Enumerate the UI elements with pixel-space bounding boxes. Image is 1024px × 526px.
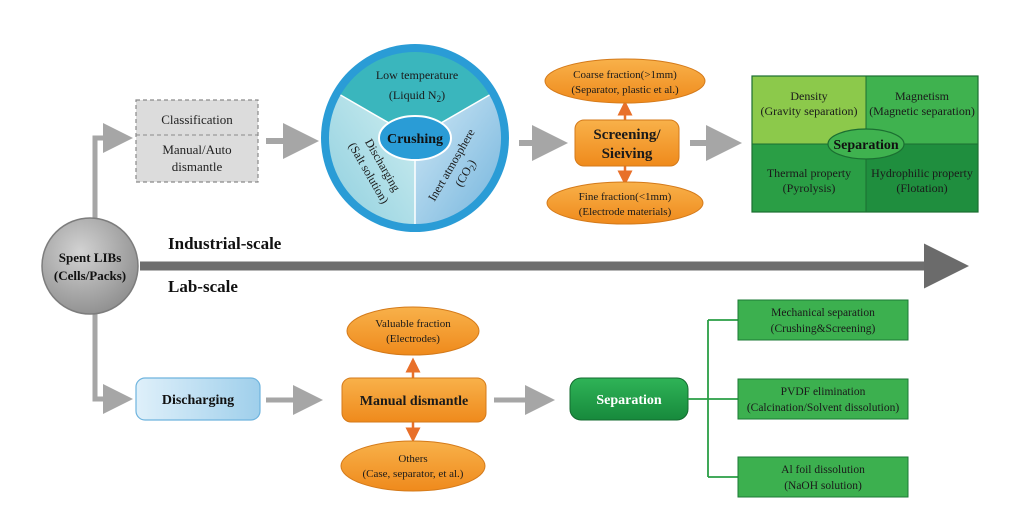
magnetism-line1: Magnetism [895,89,950,103]
coarse-line1: Coarse fraction(>1mm) [573,69,677,81]
hydrophilic-line2: (Flotation) [896,181,947,195]
valuable-line2: (Electrodes) [386,333,440,345]
lab-discharging-label: Discharging [162,393,234,408]
lab-scale-label: Lab-scale [168,277,238,296]
density-line2: (Gravity separation) [761,104,858,118]
crushing-wheel: Low temperature (Liquid N2) Discharging … [321,44,509,232]
output-pvdf-elimination: PVDF elimination (Calcination/Solvent di… [737,378,909,420]
screening-node: Screening/ Sieiving [574,119,680,167]
manual-dismantle-node: Manual dismantle [341,377,487,423]
others-line1: Others [398,453,427,465]
valuable-line1: Valuable fraction [375,318,451,330]
output-2-line2: (Calcination/Solvent dissolution) [747,402,900,414]
spent-libs-line1: Spent LIBs [59,250,122,265]
output-mechanical-separation: Mechanical separation (Crushing&Screenin… [737,299,909,341]
thermal-line2: (Pyrolysis) [783,181,836,195]
classification-line1: Manual/Auto [162,142,231,157]
density-line1: Density [790,89,827,103]
coarse-line2: (Separator, plastic et al.) [571,84,679,96]
manual-dismantle-label: Manual dismantle [360,394,469,409]
output-3-line1: Al foil dissolution [781,464,865,476]
spent-libs-line2: (Cells/Packs) [54,268,126,283]
output-bracket [688,319,738,478]
classification-title: Classification [161,112,233,127]
screening-line2: Sieiving [602,146,653,162]
fine-line2: (Electrode materials) [579,206,672,218]
valuable-fraction-node: Valuable fraction (Electrodes) [346,306,480,356]
classification-box: Classification Manual/Auto dismantle [135,99,259,183]
thermal-line1: Thermal property [767,166,851,180]
branch-down-arrow [92,312,133,414]
output-3-line2: (NaOH solution) [784,480,862,492]
low-temp-line1: Low temperature [376,68,458,82]
screening-line1: Screening/ [593,127,661,143]
spent-libs-node: Spent LIBs (Cells/Packs) [41,217,139,315]
others-node: Others (Case, separator, et al.) [340,440,486,492]
lab-discharging-node: Discharging [135,377,261,421]
low-temp-line2: (Liquid N2) [389,88,445,104]
output-al-foil-dissolution: Al foil dissolution (NaOH solution) [737,456,909,498]
crushing-center-label: Crushing [387,132,443,147]
hydrophilic-line1: Hydrophilic property [871,166,973,180]
fine-fraction-node: Fine fraction(<1mm) (Electrode materials… [546,181,704,225]
output-1-line1: Mechanical separation [771,307,875,319]
lab-separation-label: Separation [596,393,662,408]
magnetism-line2: (Magnetic separation) [869,104,975,118]
branch-up-arrow [92,123,133,222]
output-2-line1: PVDF elimination [781,386,866,398]
industrial-scale-label: Industrial-scale [168,234,282,253]
separation-grid: Density (Gravity separation) Magnetism (… [751,75,979,213]
coarse-fraction-node: Coarse fraction(>1mm) (Separator, plasti… [544,58,706,104]
others-line2: (Case, separator, et al.) [363,468,464,480]
classification-line2: dismantle [172,159,223,174]
lab-separation-node: Separation [569,377,689,421]
output-1-line2: (Crushing&Screening) [771,323,876,335]
fine-line1: Fine fraction(<1mm) [579,191,672,203]
separation-grid-center: Separation [833,138,899,153]
